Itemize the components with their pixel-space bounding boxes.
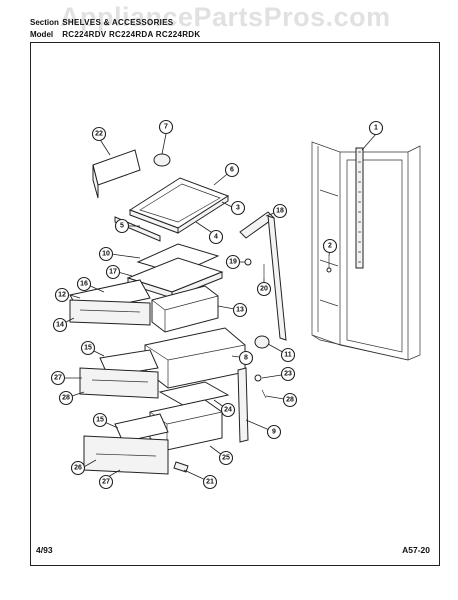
part-glass-cover xyxy=(158,381,230,406)
svg-text:18: 18 xyxy=(276,208,284,215)
part-drawer-front-upper xyxy=(69,279,151,326)
part-small-hardware xyxy=(254,374,267,399)
callout-4: 4 xyxy=(208,229,224,245)
callout-11: 11 xyxy=(280,347,296,363)
part-drawer-front-lower xyxy=(83,413,169,475)
callout-15: 15 xyxy=(80,340,96,356)
svg-text:25: 25 xyxy=(222,455,230,462)
model-key: Model xyxy=(30,30,54,39)
callout-26: 26 xyxy=(70,460,86,476)
part-clip xyxy=(173,461,189,473)
callout-18: 18 xyxy=(272,203,288,219)
section-key: Section xyxy=(30,18,59,27)
svg-text:15: 15 xyxy=(96,417,104,424)
svg-text:26: 26 xyxy=(74,465,82,472)
svg-text:11: 11 xyxy=(284,352,292,359)
svg-text:10: 10 xyxy=(102,251,110,258)
svg-text:13: 13 xyxy=(236,307,244,314)
callout-9: 9 xyxy=(266,424,282,440)
svg-text:6: 6 xyxy=(230,167,234,174)
svg-text:27: 27 xyxy=(54,375,62,382)
svg-text:16: 16 xyxy=(80,281,88,288)
part-light xyxy=(153,153,171,167)
callout-1: 1 xyxy=(368,120,384,136)
svg-text:7: 7 xyxy=(164,124,168,131)
svg-text:4: 4 xyxy=(214,234,218,241)
callout-21: 21 xyxy=(202,474,218,490)
svg-text:28: 28 xyxy=(62,395,70,402)
part-top-shelf xyxy=(128,177,230,234)
callout-3: 3 xyxy=(230,200,246,216)
part-bottom-pan xyxy=(149,399,223,451)
callout-6: 6 xyxy=(224,162,240,178)
callout-20: 20 xyxy=(256,281,272,297)
part-slide-rail xyxy=(237,367,249,443)
callout-16: 16 xyxy=(76,276,92,292)
callout-7: 7 xyxy=(158,119,174,135)
svg-text:17: 17 xyxy=(109,269,117,276)
callout-22: 22 xyxy=(91,126,107,142)
callout-27: 27 xyxy=(50,370,66,386)
svg-text:14: 14 xyxy=(56,322,64,329)
svg-text:23: 23 xyxy=(284,371,292,378)
callout-13: 13 xyxy=(232,302,248,318)
svg-text:5: 5 xyxy=(120,223,124,230)
callout-5: 5 xyxy=(114,218,130,234)
watermark: AppliancePartsPros.com xyxy=(60,2,391,32)
svg-text:15: 15 xyxy=(84,345,92,352)
svg-text:19: 19 xyxy=(229,259,237,266)
callout-14: 14 xyxy=(52,317,68,333)
footer-date: 4/93 xyxy=(36,545,53,555)
callout-10: 10 xyxy=(98,246,114,262)
callout-8: 8 xyxy=(238,350,254,366)
part-rail xyxy=(239,211,287,341)
svg-text:3: 3 xyxy=(236,205,240,212)
svg-text:28: 28 xyxy=(286,397,294,404)
svg-text:8: 8 xyxy=(244,355,248,362)
part-shelf-ladder xyxy=(355,147,364,269)
part-drawer-front-middle xyxy=(79,349,159,399)
svg-text:22: 22 xyxy=(95,131,103,138)
callout-28b: 28 xyxy=(282,392,298,408)
svg-text:20: 20 xyxy=(260,286,268,293)
svg-text:24: 24 xyxy=(224,407,232,414)
part-cover-bracket xyxy=(92,149,141,199)
callout-19: 19 xyxy=(225,254,241,270)
callouts: 1 2 3 4 5 6 7 8 9 10 11 12 13 14 15 16 1… xyxy=(50,119,384,490)
svg-text:27: 27 xyxy=(102,479,110,486)
diagram-frame xyxy=(30,42,440,566)
part-roller xyxy=(254,335,270,349)
section-value: SHELVES & ACCESSORIES xyxy=(62,18,174,27)
part-small-pan xyxy=(151,285,219,333)
section-header: Section SHELVES & ACCESSORIES xyxy=(30,18,173,27)
callout-25: 25 xyxy=(218,450,234,466)
svg-text:1: 1 xyxy=(374,125,378,132)
callout-27b: 27 xyxy=(98,474,114,490)
callout-23: 23 xyxy=(280,366,296,382)
callout-2: 2 xyxy=(322,238,338,254)
callout-28: 28 xyxy=(58,390,74,406)
part-crisper-drawer xyxy=(144,327,246,389)
part-fastener xyxy=(244,258,265,278)
svg-text:21: 21 xyxy=(206,479,214,486)
svg-text:9: 9 xyxy=(272,429,276,436)
callout-12: 12 xyxy=(54,287,70,303)
svg-text:12: 12 xyxy=(58,292,66,299)
model-header: Model RC224RDV RC224RDA RC224RDK xyxy=(30,30,200,39)
callout-17: 17 xyxy=(105,264,121,280)
part-screw xyxy=(326,256,332,273)
footer-code: A57-20 xyxy=(402,545,430,555)
callout-24: 24 xyxy=(220,402,236,418)
svg-text:2: 2 xyxy=(328,243,332,250)
model-value: RC224RDV RC224RDA RC224RDK xyxy=(62,30,201,39)
callout-15b: 15 xyxy=(92,412,108,428)
